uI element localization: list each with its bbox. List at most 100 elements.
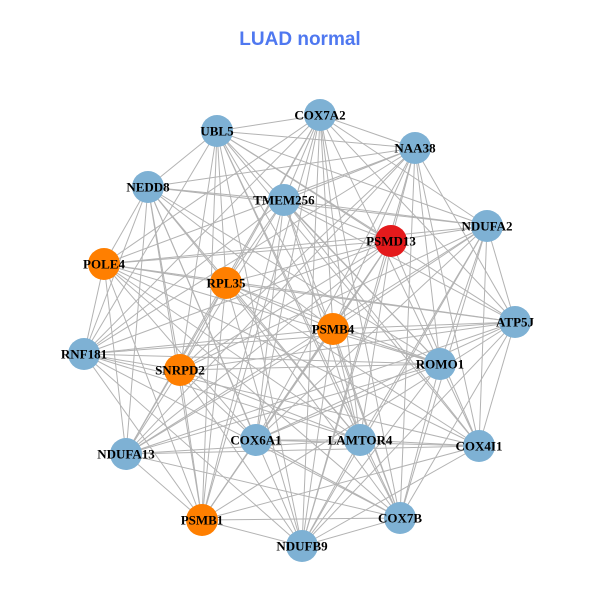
- edge: [414, 147, 441, 365]
- edge: [179, 369, 203, 521]
- edge: [83, 353, 480, 447]
- node-ndufa13: [110, 438, 142, 470]
- edge: [125, 321, 516, 455]
- edge: [103, 240, 392, 265]
- node-label: LAMTOR4: [328, 433, 393, 448]
- edge: [414, 147, 480, 447]
- edge: [301, 517, 401, 547]
- edge: [478, 321, 516, 447]
- node-label: COX7B: [378, 511, 422, 526]
- edge: [179, 369, 257, 441]
- node-label: NDUFB9: [276, 539, 328, 554]
- edge: [390, 225, 488, 242]
- edge: [225, 199, 285, 284]
- edge: [147, 186, 303, 547]
- edge: [179, 147, 416, 371]
- edge: [103, 263, 203, 521]
- edge: [216, 114, 321, 132]
- node-nedd8: [132, 171, 164, 203]
- nodes: COX7A2UBL5NAA38NEDD8TMEM256NDUFA2PSMD13P…: [61, 99, 535, 562]
- edge: [179, 321, 516, 371]
- edge: [125, 445, 480, 455]
- edge: [83, 353, 203, 521]
- node-label: UBL5: [200, 124, 234, 139]
- node-label: RNF181: [61, 347, 107, 362]
- node-atp5j: [499, 306, 531, 338]
- node-label: ATP5J: [496, 315, 535, 330]
- node-naa38: [399, 132, 431, 164]
- edge: [83, 240, 392, 355]
- node-rpl35: [210, 267, 242, 299]
- edge: [83, 199, 285, 355]
- node-ndufb9: [286, 530, 318, 562]
- edge: [319, 114, 488, 227]
- node-label: NAA38: [394, 141, 436, 156]
- edge: [125, 328, 334, 455]
- node-label: PSMD13: [366, 234, 416, 249]
- edge: [83, 321, 516, 355]
- edge: [390, 240, 480, 447]
- edge: [301, 445, 480, 547]
- edge: [225, 282, 480, 447]
- edge: [103, 114, 321, 265]
- edge: [103, 225, 488, 265]
- node-label: NDUFA2: [461, 219, 512, 234]
- edge: [216, 130, 488, 227]
- node-label: COX7A2: [294, 108, 345, 123]
- edge: [225, 282, 516, 323]
- edge: [478, 225, 488, 447]
- edge: [216, 130, 303, 547]
- edge: [83, 353, 181, 371]
- edge: [103, 147, 416, 265]
- node-cox6a1: [240, 424, 272, 456]
- edge: [83, 353, 361, 441]
- edge: [201, 130, 218, 521]
- edge: [225, 282, 334, 330]
- edge: [125, 369, 181, 455]
- edge: [201, 445, 480, 521]
- edge: [255, 114, 321, 441]
- edge: [283, 199, 392, 242]
- edge: [147, 147, 416, 188]
- edge: [301, 321, 516, 547]
- node-label: ROMO1: [416, 357, 464, 372]
- node-label: NEDD8: [126, 180, 170, 195]
- edge: [103, 263, 441, 365]
- edge: [283, 199, 488, 227]
- node-label: PSMB4: [312, 322, 355, 337]
- node-pole4: [88, 248, 120, 280]
- edge: [216, 130, 334, 330]
- node-snrpd2: [164, 354, 196, 386]
- node-cox7a2: [304, 99, 336, 131]
- edge: [83, 130, 218, 355]
- edge: [147, 186, 334, 330]
- edge: [225, 240, 392, 284]
- node-ndufa2: [471, 210, 503, 242]
- edge: [332, 321, 516, 330]
- edge: [359, 439, 480, 447]
- edge: [125, 147, 416, 455]
- node-label: PSMB1: [181, 513, 224, 528]
- edge: [225, 282, 361, 441]
- edge: [103, 263, 480, 447]
- edge: [201, 321, 516, 521]
- edge: [332, 328, 361, 441]
- edge: [125, 225, 488, 455]
- node-lamtor4: [344, 424, 376, 456]
- node-rnf181: [68, 338, 100, 370]
- edge: [125, 453, 203, 521]
- edge: [83, 353, 441, 365]
- edge: [439, 225, 488, 365]
- edge: [201, 114, 321, 521]
- edge: [301, 363, 441, 547]
- edge: [399, 363, 441, 519]
- node-cox7b: [384, 502, 416, 534]
- edge: [301, 240, 392, 547]
- edge: [216, 130, 480, 447]
- edge: [125, 363, 441, 455]
- edge: [255, 147, 416, 441]
- node-label: POLE4: [83, 257, 125, 272]
- edge: [147, 186, 441, 365]
- edge: [201, 519, 303, 547]
